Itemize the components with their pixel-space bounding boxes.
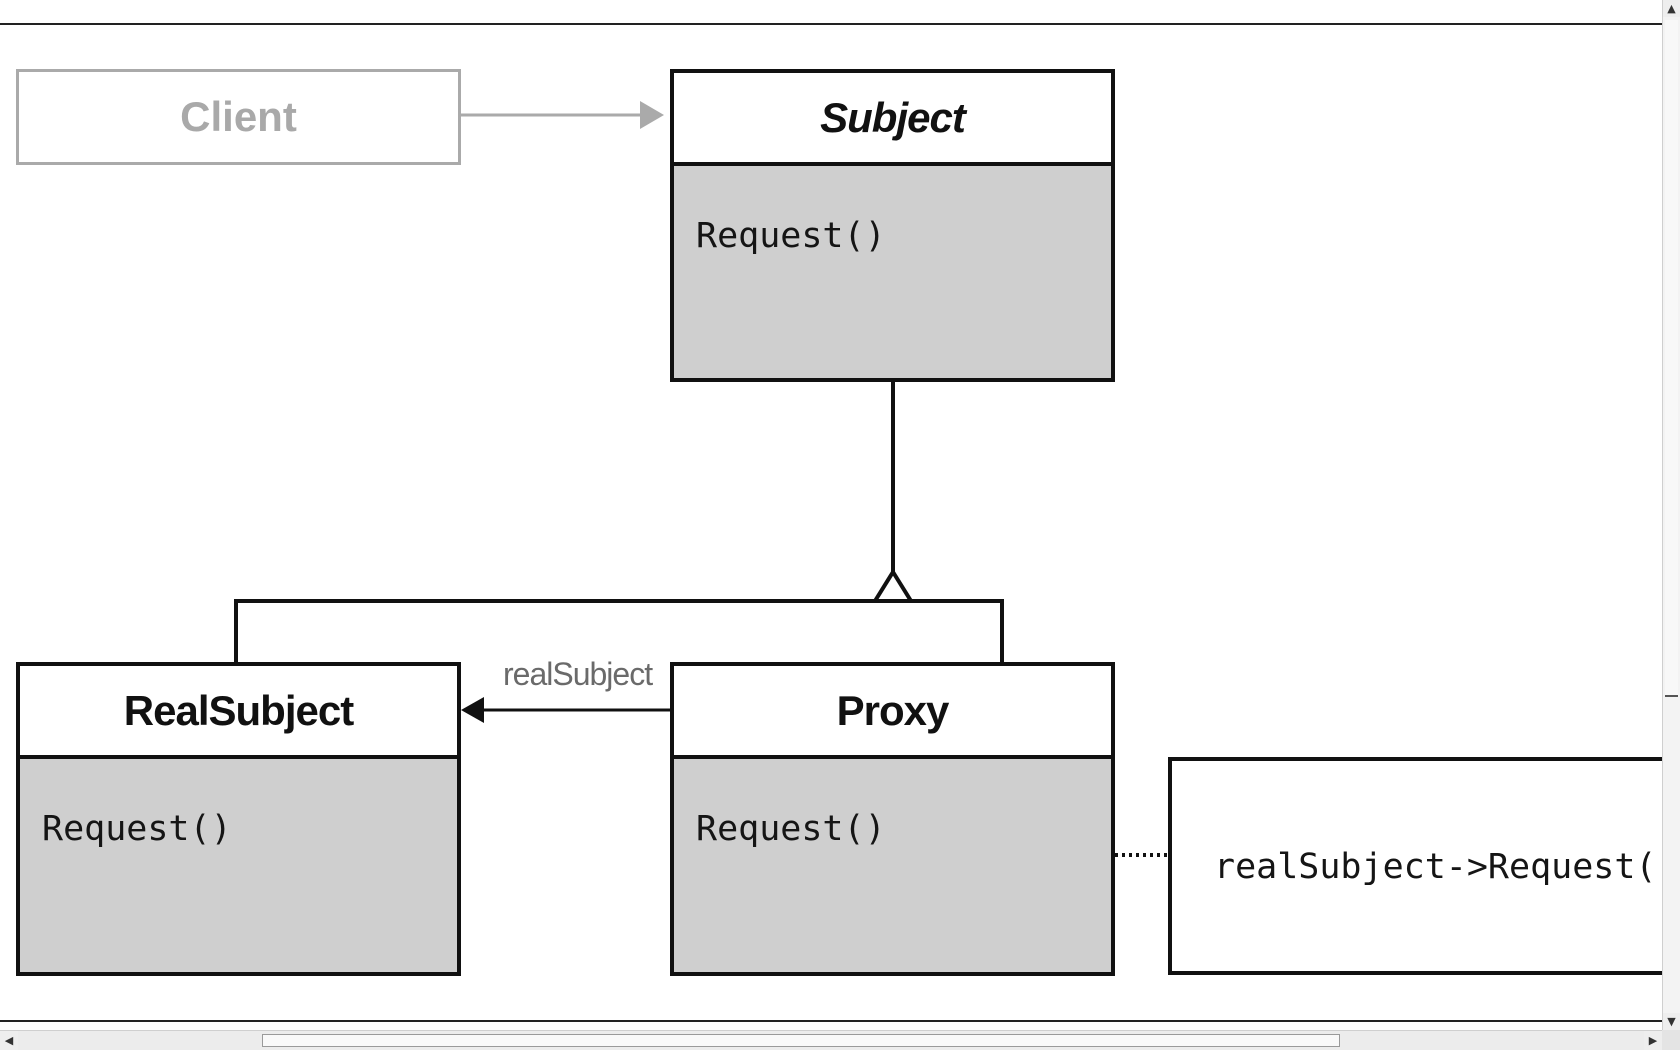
proxy-header: Proxy [674, 666, 1111, 759]
association-arrowhead [461, 697, 484, 723]
realsubject-request-operation: Request() [42, 809, 232, 849]
scrollbar-corner [1662, 1030, 1680, 1050]
scroll-up-icon[interactable]: ▲ [1663, 0, 1680, 17]
client-class-box: Client [16, 69, 461, 165]
vertical-scrollbar[interactable]: ▲ ▼ [1662, 0, 1680, 1030]
realsubject-class-box: RealSubject Request() [16, 662, 461, 976]
bottom-border [0, 1020, 1662, 1022]
subject-class-box: Subject Request() [670, 69, 1115, 382]
scroll-left-icon[interactable]: ◀ [0, 1031, 18, 1050]
scroll-right-icon[interactable]: ▶ [1644, 1031, 1662, 1050]
proxy-class-box: Proxy Request() [670, 662, 1115, 976]
proxy-name: Proxy [836, 686, 950, 734]
scroll-down-icon[interactable]: ▼ [1663, 1013, 1680, 1030]
top-border [0, 23, 1662, 25]
client-to-subject-arrowhead [640, 101, 664, 129]
proxy-request-operation: Request() [696, 809, 886, 849]
realsubject-name: RealSubject [123, 686, 354, 734]
uml-proxy-diagram: Client Subject Request() RealSubject Req… [16, 69, 1678, 976]
association-label: realSubject [503, 656, 653, 692]
realsubject-header: RealSubject [20, 666, 457, 759]
inheritance-triangle [871, 568, 915, 603]
subject-header: Subject [674, 73, 1111, 166]
horizontal-scrollbar[interactable]: ◀ ▶ [0, 1030, 1662, 1050]
subject-name: Subject [820, 93, 966, 141]
implementation-note-text: realSubject->Request() [1214, 847, 1678, 887]
inheritance-bar [234, 599, 1004, 663]
proxy-operations: Request() [674, 759, 1111, 972]
implementation-note-box: realSubject->Request() [1168, 757, 1678, 975]
subject-request-operation: Request() [696, 216, 886, 256]
subject-operations: Request() [674, 166, 1111, 378]
horizontal-scroll-thumb[interactable] [262, 1034, 1340, 1047]
client-label: Client [180, 93, 297, 140]
vertical-scroll-thumb[interactable] [1665, 20, 1678, 697]
realsubject-operations: Request() [20, 759, 457, 972]
